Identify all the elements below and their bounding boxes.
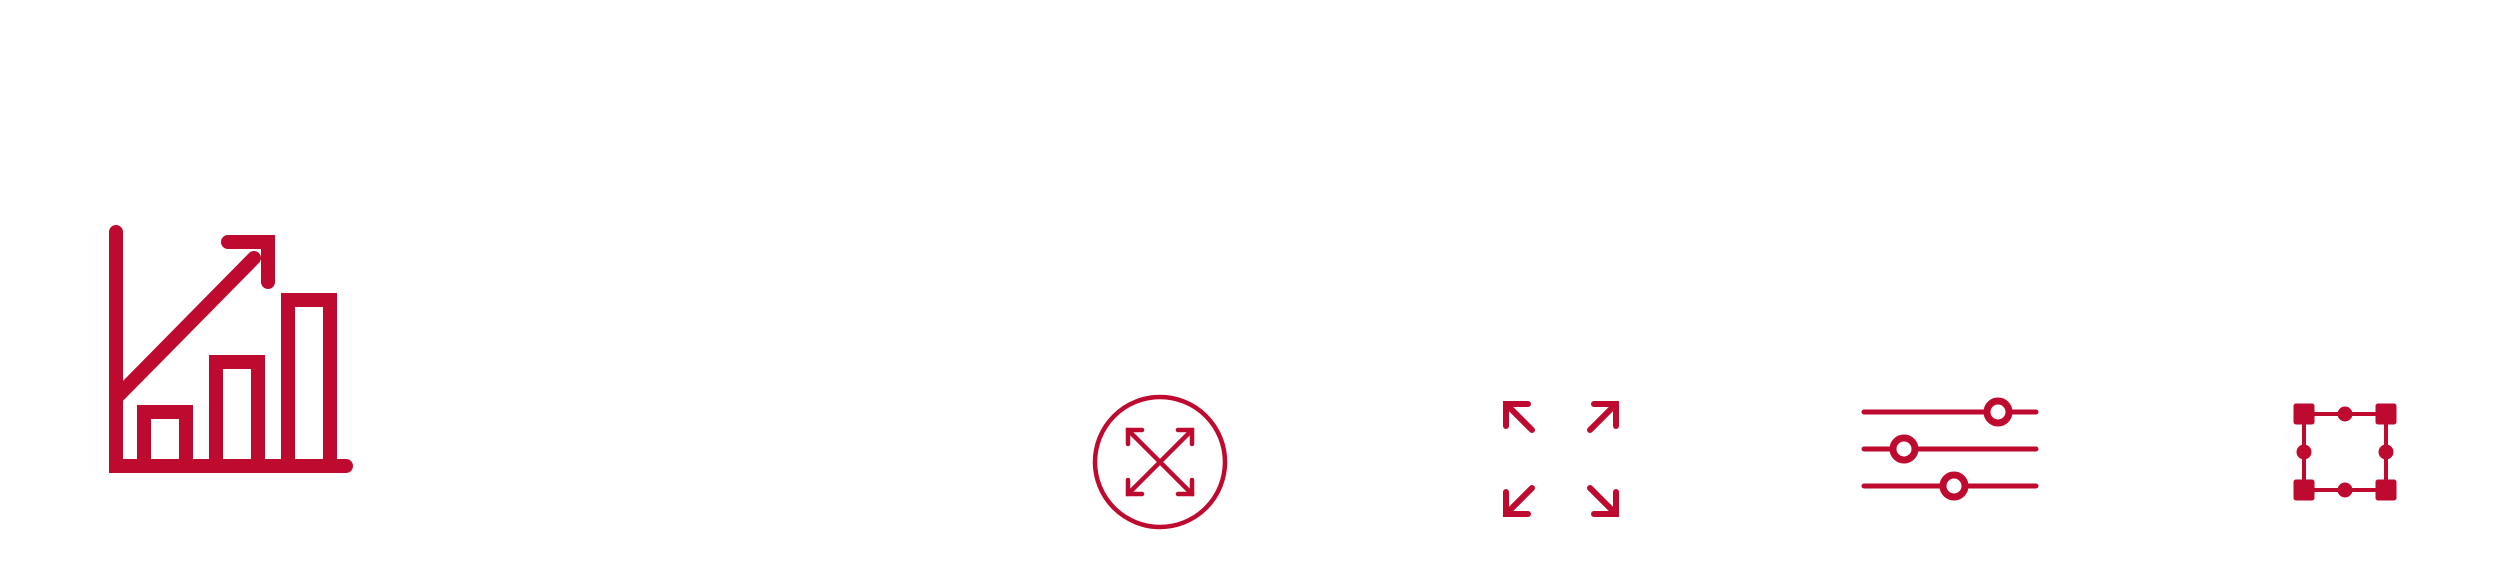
- sliders-icon: [1861, 397, 2039, 501]
- fullscreen-icon: [1503, 401, 1619, 517]
- growth-chart-icon: [109, 225, 353, 473]
- selection-box-icon: [2293, 403, 2397, 501]
- expand-circle-icon: [1092, 394, 1228, 530]
